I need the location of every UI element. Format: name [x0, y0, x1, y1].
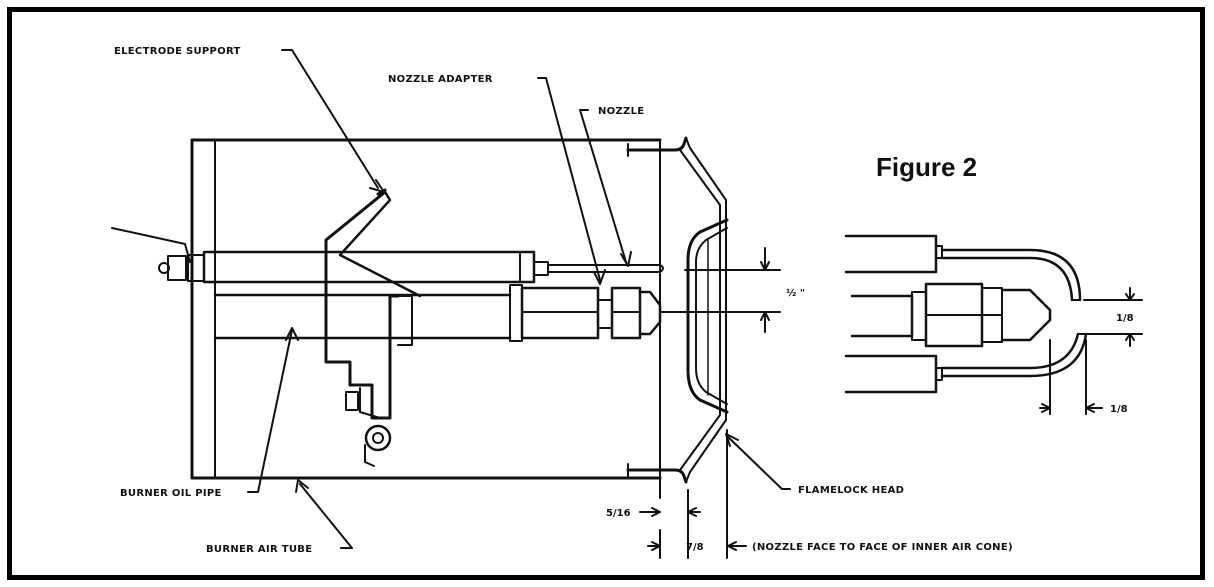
- label-nozzle: NOZZLE: [598, 106, 644, 117]
- dim-label-nozzle-setback: 5/16: [606, 508, 631, 519]
- detail-dimension-lines: [1039, 287, 1143, 415]
- figure-title: Figure 2: [876, 152, 977, 182]
- electrode-assembly: [111, 227, 664, 284]
- inner-air-cone: [686, 218, 729, 414]
- diagram-frame: [7, 7, 1205, 580]
- detail-nozzle: [850, 282, 1052, 348]
- nozzle-adapter: [509, 284, 613, 342]
- dim-electrode-height: [659, 247, 781, 333]
- dim-label-electrode-height: ½ ": [786, 288, 805, 299]
- label-nozzle-adapter: NOZZLE ADAPTER: [388, 74, 493, 85]
- label-electrode-support: ELECTRODE SUPPORT: [114, 46, 241, 57]
- flamelock-head: [626, 136, 727, 484]
- nozzle: [610, 286, 662, 340]
- electrode-support: [324, 188, 422, 467]
- burner-air-tube: [190, 138, 662, 499]
- burner-oil-pipe: [213, 293, 512, 340]
- label-flamelock-head: FLAMELOCK HEAD: [798, 485, 904, 496]
- label-burner-oil-pipe: BURNER OIL PIPE: [120, 488, 222, 499]
- leader-lines: [247, 49, 791, 549]
- dim-label-electrode-tip-offset: 1/8: [1110, 404, 1128, 415]
- dim-label-electrode-gap: 1/8: [1116, 313, 1134, 324]
- dim-setback-lines: [639, 429, 747, 559]
- label-burner-air-tube: BURNER AIR TUBE: [206, 544, 312, 555]
- dim-label-cone-depth: 7/8: [686, 542, 704, 553]
- detail-electrodes: [844, 234, 1088, 394]
- label-inner-air-cone-note: (NOZZLE FACE TO FACE OF INNER AIR CONE): [752, 542, 1013, 553]
